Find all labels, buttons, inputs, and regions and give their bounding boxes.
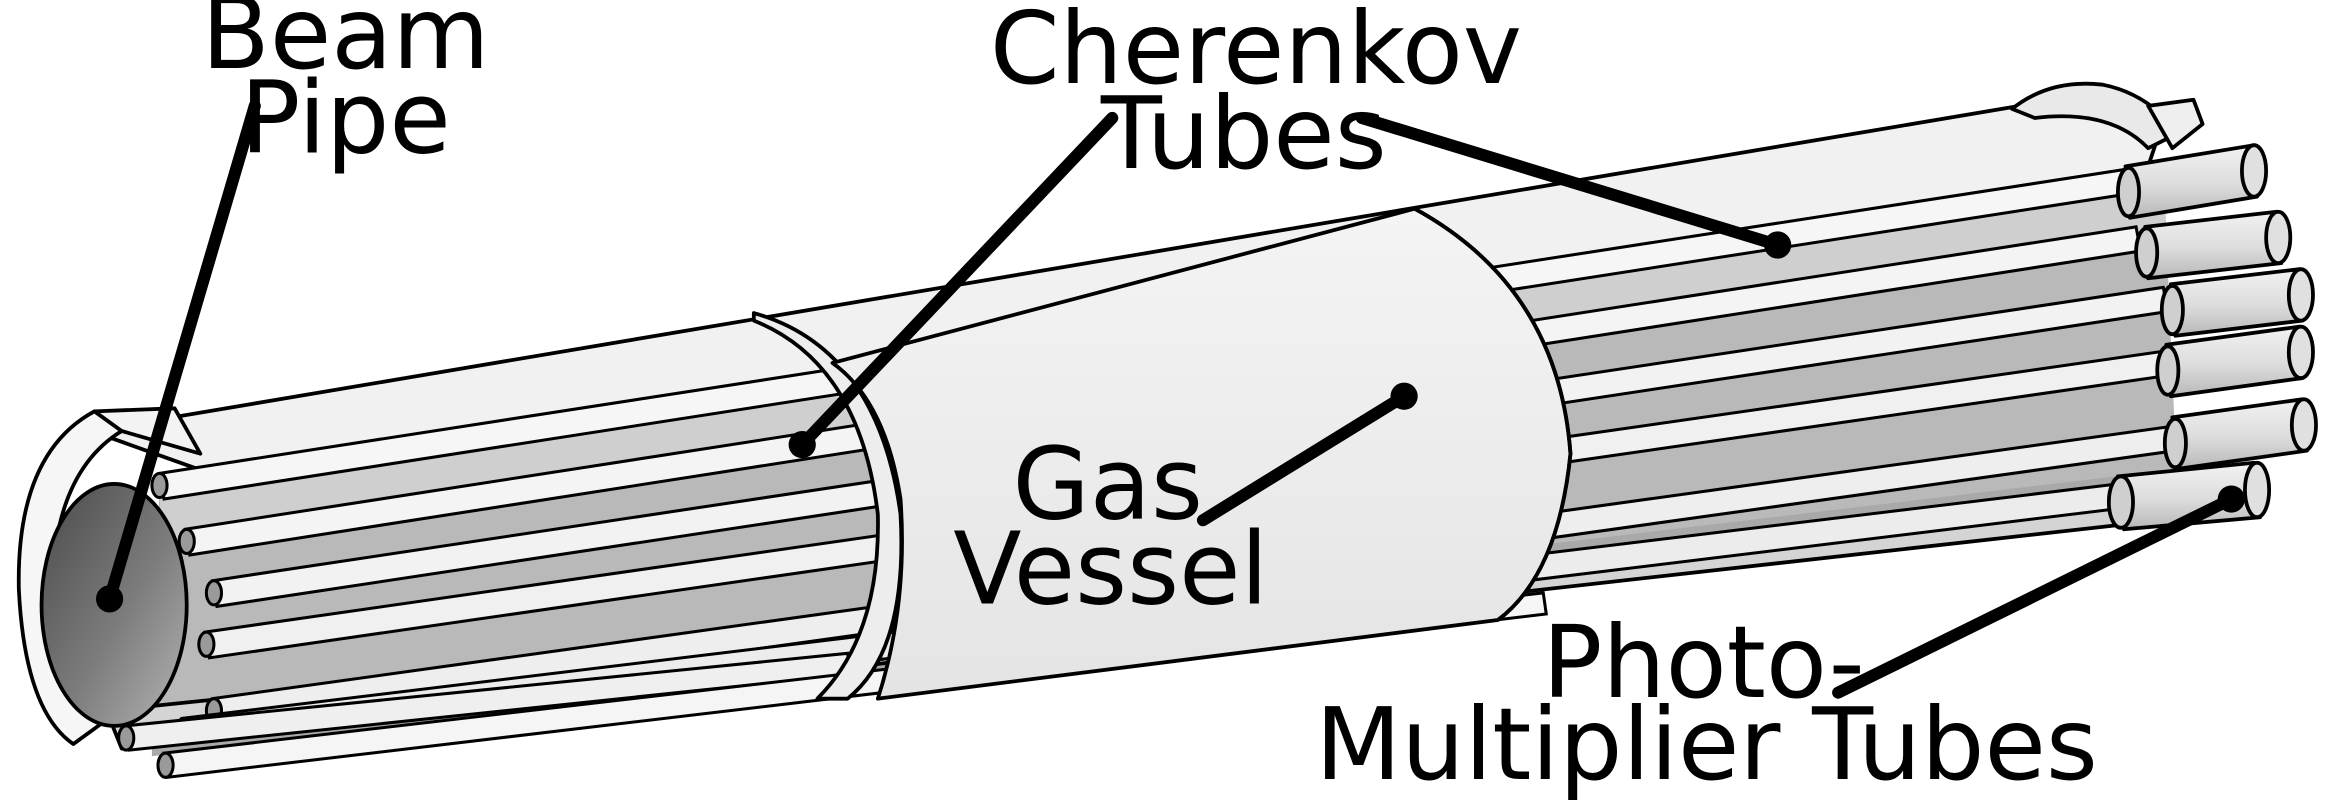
label-gas: Gas <box>1012 426 1202 543</box>
label-photo: Photo- <box>1542 604 1865 721</box>
photomultiplier-tube <box>2159 267 2315 338</box>
label-beam: Beam <box>201 0 489 92</box>
inner-ring <box>751 311 904 701</box>
label-vessel: Vessel <box>953 510 1268 627</box>
label-multiplier-tubes: Multiplier Tubes <box>1315 686 2098 800</box>
photomultiplier-tube <box>2116 143 2269 220</box>
photomultiplier-tube <box>2106 460 2272 532</box>
leader-beam-pipe <box>95 99 261 613</box>
front-end-cap <box>16 406 203 746</box>
leader-cherenkov-tube-right <box>1355 111 1792 259</box>
photomultiplier-tube <box>2162 397 2318 471</box>
gas-vessel <box>830 206 1573 701</box>
label-pipe: Pipe <box>240 60 450 177</box>
photomultiplier-tube <box>2155 324 2315 399</box>
label-cherenkov: Cherenkov <box>990 0 1522 107</box>
leader-gas-vessel <box>1196 382 1418 527</box>
leader-cherenkov-tube <box>788 111 1119 459</box>
label-tubes: Tubes <box>1100 75 1387 192</box>
leader-photomultiplier <box>1832 485 2245 699</box>
photomultiplier-tube <box>2134 209 2293 281</box>
photomultiplier-tube-bundle <box>2106 143 2318 532</box>
